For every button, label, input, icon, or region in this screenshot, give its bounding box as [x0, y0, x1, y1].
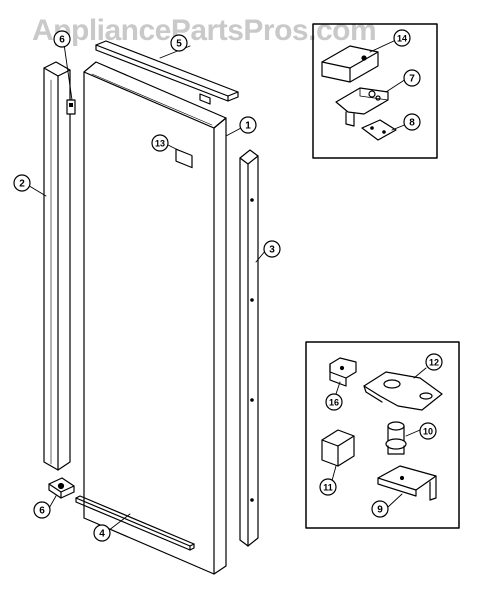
- watermark-text: AppliancePartsPros.com: [32, 14, 377, 47]
- bottom-trim-strip-part: [75, 495, 195, 551]
- callout-16-number: 16: [329, 398, 339, 408]
- callout-10-circle: [419, 422, 437, 440]
- callout-9-number: 9: [377, 505, 383, 516]
- callout-6-bottom-circle: [33, 501, 51, 519]
- callout-2: 2: [13, 174, 31, 192]
- callout-14-circle: [393, 29, 411, 47]
- callout-7: 7: [403, 69, 421, 87]
- callout-11-number: 11: [323, 483, 333, 493]
- callout-11-circle: [319, 478, 337, 496]
- callout-3-number: 3: [269, 245, 275, 256]
- callout-1: 1: [239, 116, 257, 134]
- callout-5: 5: [170, 34, 188, 52]
- bottom-hinge-inset-box: [305, 341, 460, 529]
- callout-5-number: 5: [176, 39, 182, 50]
- door-panel-part: [83, 61, 227, 575]
- callout-2-number: 2: [19, 179, 25, 190]
- callout-3: 3: [263, 240, 281, 258]
- callout-12: 12: [425, 353, 443, 371]
- callout-6-top-number: 6: [59, 35, 65, 46]
- callout-5-circle: [170, 34, 188, 52]
- callout-8-number: 8: [409, 118, 415, 129]
- callout-6-top-circle: [53, 30, 71, 48]
- cam-bracket-part: [321, 429, 355, 467]
- callout-1-circle: [239, 116, 257, 134]
- top-hinge-inset-box: [312, 23, 438, 159]
- left-side-trim-part: [43, 61, 71, 471]
- callout-6-bottom: 6: [33, 501, 51, 519]
- callout-6-bottom-number: 6: [39, 506, 45, 517]
- callout-4-circle: [93, 524, 111, 542]
- callout-13: 13: [151, 134, 169, 152]
- hinge-bracket-part: [377, 465, 437, 501]
- callout-7-circle: [403, 69, 421, 87]
- callout-2-circle: [13, 174, 31, 192]
- hinge-shim-part: [361, 119, 397, 141]
- callout-3-circle: [263, 240, 281, 258]
- callout-1-number: 1: [245, 121, 251, 132]
- callout-16: 16: [325, 393, 343, 411]
- label-patch-part: [175, 148, 193, 169]
- top-hinge-part: [335, 87, 389, 127]
- callout-10-number: 10: [423, 427, 433, 437]
- callout-7-number: 7: [409, 74, 415, 85]
- bottom-hinge-plate-part: [363, 371, 443, 411]
- callout-16-circle: [325, 393, 343, 411]
- callout-9-circle: [371, 500, 389, 518]
- callout-9: 9: [371, 500, 389, 518]
- lower-bracket-part: [329, 357, 357, 387]
- hinge-pin-part: [385, 421, 407, 455]
- right-side-trim-part: [239, 149, 259, 547]
- callout-11: 11: [319, 478, 337, 496]
- trim-bracket-bottom-part: [48, 477, 75, 499]
- callout-6-top: 6: [53, 30, 71, 48]
- callout-12-number: 12: [429, 358, 439, 368]
- callout-12-circle: [425, 353, 443, 371]
- hinge-cover-part: [321, 45, 379, 83]
- callout-4: 4: [93, 524, 111, 542]
- callout-8-circle: [403, 113, 421, 131]
- callout-13-circle: [151, 134, 169, 152]
- callout-14-number: 14: [397, 34, 407, 44]
- callout-4-number: 4: [99, 529, 105, 540]
- top-trim-strip-part: [95, 40, 239, 105]
- callout-14: 14: [393, 29, 411, 47]
- callout-10: 10: [419, 422, 437, 440]
- callout-13-number: 13: [155, 139, 165, 149]
- callout-8: 8: [403, 113, 421, 131]
